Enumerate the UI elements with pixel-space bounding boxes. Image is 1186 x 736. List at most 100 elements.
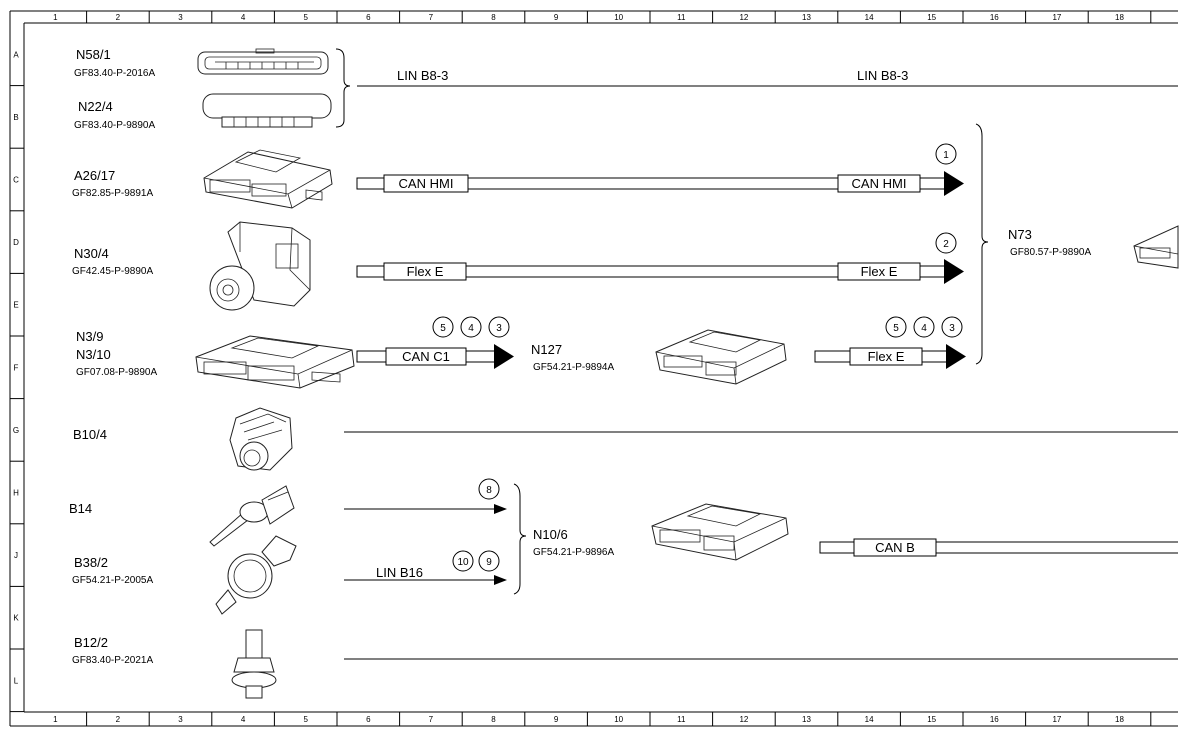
can-c1-badge-4: 4 bbox=[468, 323, 474, 334]
flex-e-f-label: Flex E bbox=[868, 349, 905, 364]
column-number: 17 bbox=[1052, 13, 1061, 22]
brace-lin-b8-3 bbox=[335, 48, 351, 128]
column-number: 9 bbox=[554, 13, 559, 22]
column-number: 14 bbox=[865, 715, 874, 724]
flex-e-f-badge-3: 3 bbox=[949, 323, 955, 334]
row-letter: E bbox=[13, 301, 18, 310]
label-n3-9: N3/9 bbox=[76, 329, 103, 344]
column-number: 2 bbox=[116, 715, 121, 724]
column-number: 11 bbox=[677, 13, 686, 22]
a26-17-module-drawing bbox=[203, 149, 333, 209]
ref-b38-2: GF54.21-P-2005A bbox=[72, 575, 153, 586]
label-b14: B14 bbox=[69, 501, 92, 516]
ref-n30-4: GF42.45-P-9890A bbox=[72, 266, 153, 277]
column-number: 3 bbox=[178, 13, 183, 22]
column-number: 1 bbox=[53, 715, 58, 724]
column-number: 13 bbox=[802, 715, 811, 724]
can-hmi-label-left: CAN HMI bbox=[399, 176, 454, 191]
flex-e-f-badge-4: 4 bbox=[921, 323, 927, 334]
column-number: 18 bbox=[1115, 715, 1124, 724]
ref-n3-9: GF07.08-P-9890A bbox=[76, 367, 157, 378]
column-number: 8 bbox=[491, 715, 496, 724]
column-number: 5 bbox=[303, 715, 308, 724]
row-letter: A bbox=[13, 50, 19, 59]
label-n3-10: N3/10 bbox=[76, 347, 111, 362]
b14-arrow bbox=[494, 504, 507, 514]
column-number: 2 bbox=[116, 13, 121, 22]
column-number: 9 bbox=[554, 715, 559, 724]
brace-n73 bbox=[975, 123, 989, 365]
label-b10-4: B10/4 bbox=[73, 427, 107, 442]
b12-2-sensor-drawing bbox=[231, 629, 277, 699]
column-number: 6 bbox=[366, 13, 371, 22]
column-number: 7 bbox=[429, 13, 434, 22]
column-number: 4 bbox=[241, 715, 246, 724]
column-number: 11 bbox=[677, 715, 686, 724]
can-c1-bus: CAN C1 5 4 3 bbox=[356, 316, 514, 369]
label-n73: N73 bbox=[1008, 227, 1032, 242]
row-letter: F bbox=[14, 363, 19, 372]
b14-sensor-drawing bbox=[209, 485, 295, 547]
column-number: 12 bbox=[739, 13, 748, 22]
flex-e-bus-d: Flex E Flex E 2 bbox=[356, 232, 964, 284]
row-letter: C bbox=[13, 176, 19, 185]
label-b38-2: B38/2 bbox=[74, 555, 108, 570]
row-letter: H bbox=[13, 489, 19, 498]
b38-2-sensor-drawing bbox=[215, 535, 297, 615]
badge-10: 10 bbox=[457, 557, 469, 568]
b14-signal: 8 bbox=[344, 478, 507, 514]
row-letter: G bbox=[13, 426, 19, 435]
lin-b8-3-label-right: LIN B8-3 bbox=[857, 68, 908, 83]
ref-n58-1: GF83.40-P-2016A bbox=[74, 68, 155, 79]
label-n10-6: N10/6 bbox=[533, 527, 568, 542]
can-c1-badge-3: 3 bbox=[496, 323, 502, 334]
column-number: 13 bbox=[802, 13, 811, 22]
column-number: 15 bbox=[927, 715, 936, 724]
label-n127: N127 bbox=[531, 342, 562, 357]
lin-b16-arrow bbox=[494, 575, 507, 585]
ref-n22-4: GF83.40-P-9890A bbox=[74, 120, 155, 131]
label-n58-1: N58/1 bbox=[76, 47, 111, 62]
n73-module-partial-drawing bbox=[1133, 225, 1179, 269]
label-n22-4: N22/4 bbox=[78, 99, 113, 114]
n58-1-module-drawing bbox=[197, 48, 329, 75]
column-number: 17 bbox=[1052, 715, 1061, 724]
ref-n10-6: GF54.21-P-9896A bbox=[533, 547, 614, 558]
ref-n127: GF54.21-P-9894A bbox=[533, 362, 614, 373]
lin-b8-3-label-left: LIN B8-3 bbox=[397, 68, 448, 83]
can-c1-arrow bbox=[494, 344, 514, 369]
flex-e-bus-f: Flex E 5 4 3 bbox=[814, 316, 966, 369]
column-number: 5 bbox=[303, 13, 308, 22]
flex-e-f-badge-5: 5 bbox=[893, 323, 899, 334]
flex-e-d-arrow bbox=[944, 259, 964, 284]
column-number: 3 bbox=[178, 715, 183, 724]
can-b-label: CAN B bbox=[875, 540, 915, 555]
column-number: 12 bbox=[739, 715, 748, 724]
flex-e-d-label-right: Flex E bbox=[861, 264, 898, 279]
can-hmi-bus: CAN HMI CAN HMI 1 bbox=[356, 143, 964, 196]
column-number: 16 bbox=[990, 13, 999, 22]
row-letter: L bbox=[14, 676, 19, 685]
can-hmi-label-right: CAN HMI bbox=[852, 176, 907, 191]
ref-n73: GF80.57-P-9890A bbox=[1010, 247, 1091, 258]
badge-9: 9 bbox=[486, 557, 492, 568]
column-number: 8 bbox=[491, 13, 496, 22]
row-letter: D bbox=[13, 238, 19, 247]
n10-6-module-drawing bbox=[651, 503, 789, 561]
ref-b12-2: GF83.40-P-2021A bbox=[72, 655, 153, 666]
row-letter: K bbox=[13, 614, 19, 623]
column-number: 1 bbox=[53, 13, 58, 22]
n3-9-module-drawing bbox=[195, 335, 355, 389]
label-n30-4: N30/4 bbox=[74, 246, 109, 261]
label-b12-2: B12/2 bbox=[74, 635, 108, 650]
column-number: 4 bbox=[241, 13, 246, 22]
column-number: 10 bbox=[614, 13, 623, 22]
can-b-bus: CAN B bbox=[819, 538, 1178, 557]
row-letter: J bbox=[14, 551, 18, 560]
badge-8: 8 bbox=[486, 485, 492, 496]
can-c1-label: CAN C1 bbox=[402, 349, 450, 364]
ref-a26-17: GF82.85-P-9891A bbox=[72, 188, 153, 199]
b10-4-sensor-drawing bbox=[229, 407, 293, 471]
